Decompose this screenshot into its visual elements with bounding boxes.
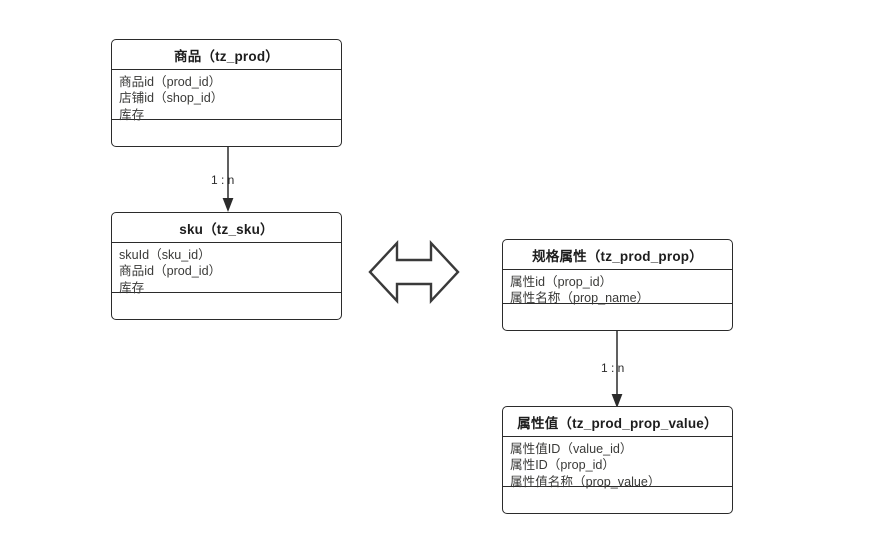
attribute-row: 库存 xyxy=(119,280,145,295)
attribute-row: 属性id（prop_id） xyxy=(510,275,613,289)
entity-attributes-tz-prod: 商品id（prod_id） 店铺id（shop_id） 库存 xyxy=(112,70,341,122)
relation-label-prop-to-prop-value: 1 : n xyxy=(601,361,625,375)
attribute-row: 属性值名称（prop_value） xyxy=(510,474,661,489)
arrowhead-icon xyxy=(611,394,623,408)
entity-attributes-tz-prod-prop: 属性id（prop_id） 属性名称（prop_name） xyxy=(503,270,732,306)
entity-tz-prod-prop-value[interactable]: 属性值（tz_prod_prop_value） 属性值ID（value_id） … xyxy=(502,406,733,514)
attribute-row: 商品id（prod_id） xyxy=(119,75,222,89)
entity-title-tz-prod-prop-value: 属性值（tz_prod_prop_value） xyxy=(503,407,732,437)
entity-tz-prod[interactable]: 商品（tz_prod） 商品id（prod_id） 店铺id（shop_id） … xyxy=(111,39,342,147)
entity-title-tz-prod: 商品（tz_prod） xyxy=(112,40,341,70)
entity-tz-sku[interactable]: sku（tz_sku） skuId（sku_id） 商品id（prod_id） … xyxy=(111,212,342,320)
entity-attributes-tz-sku: skuId（sku_id） 商品id（prod_id） 库存 xyxy=(112,243,341,295)
connector-prop-to-prop-value xyxy=(611,330,623,408)
entity-title-tz-sku: sku（tz_sku） xyxy=(112,213,341,243)
connector-prod-to-sku xyxy=(222,146,234,212)
entity-footer-tz-prod xyxy=(112,120,341,145)
entity-tz-prod-prop[interactable]: 规格属性（tz_prod_prop） 属性id（prop_id） 属性名称（pr… xyxy=(502,239,733,331)
entity-footer-tz-sku xyxy=(112,293,341,318)
attribute-row: 库存 xyxy=(119,107,145,122)
arrowhead-icon xyxy=(222,198,234,212)
attribute-row: skuId（sku_id） xyxy=(119,248,211,262)
attribute-row: 属性值ID（value_id） xyxy=(510,442,633,456)
entity-title-tz-prod-prop: 规格属性（tz_prod_prop） xyxy=(503,240,732,270)
double-arrow-icon xyxy=(368,239,460,305)
attribute-row: 店铺id（shop_id） xyxy=(119,91,224,106)
attribute-row: 属性ID（prop_id） xyxy=(510,458,615,473)
entity-footer-tz-prod-prop-value xyxy=(503,487,732,512)
entity-attributes-tz-prod-prop-value: 属性值ID（value_id） 属性ID（prop_id） 属性值名称（prop… xyxy=(503,437,732,489)
attribute-row: 属性名称（prop_name） xyxy=(510,291,650,306)
attribute-row: 商品id（prod_id） xyxy=(119,264,222,279)
relation-label-prod-to-sku: 1 : n xyxy=(211,173,235,187)
entity-footer-tz-prod-prop xyxy=(503,304,732,329)
